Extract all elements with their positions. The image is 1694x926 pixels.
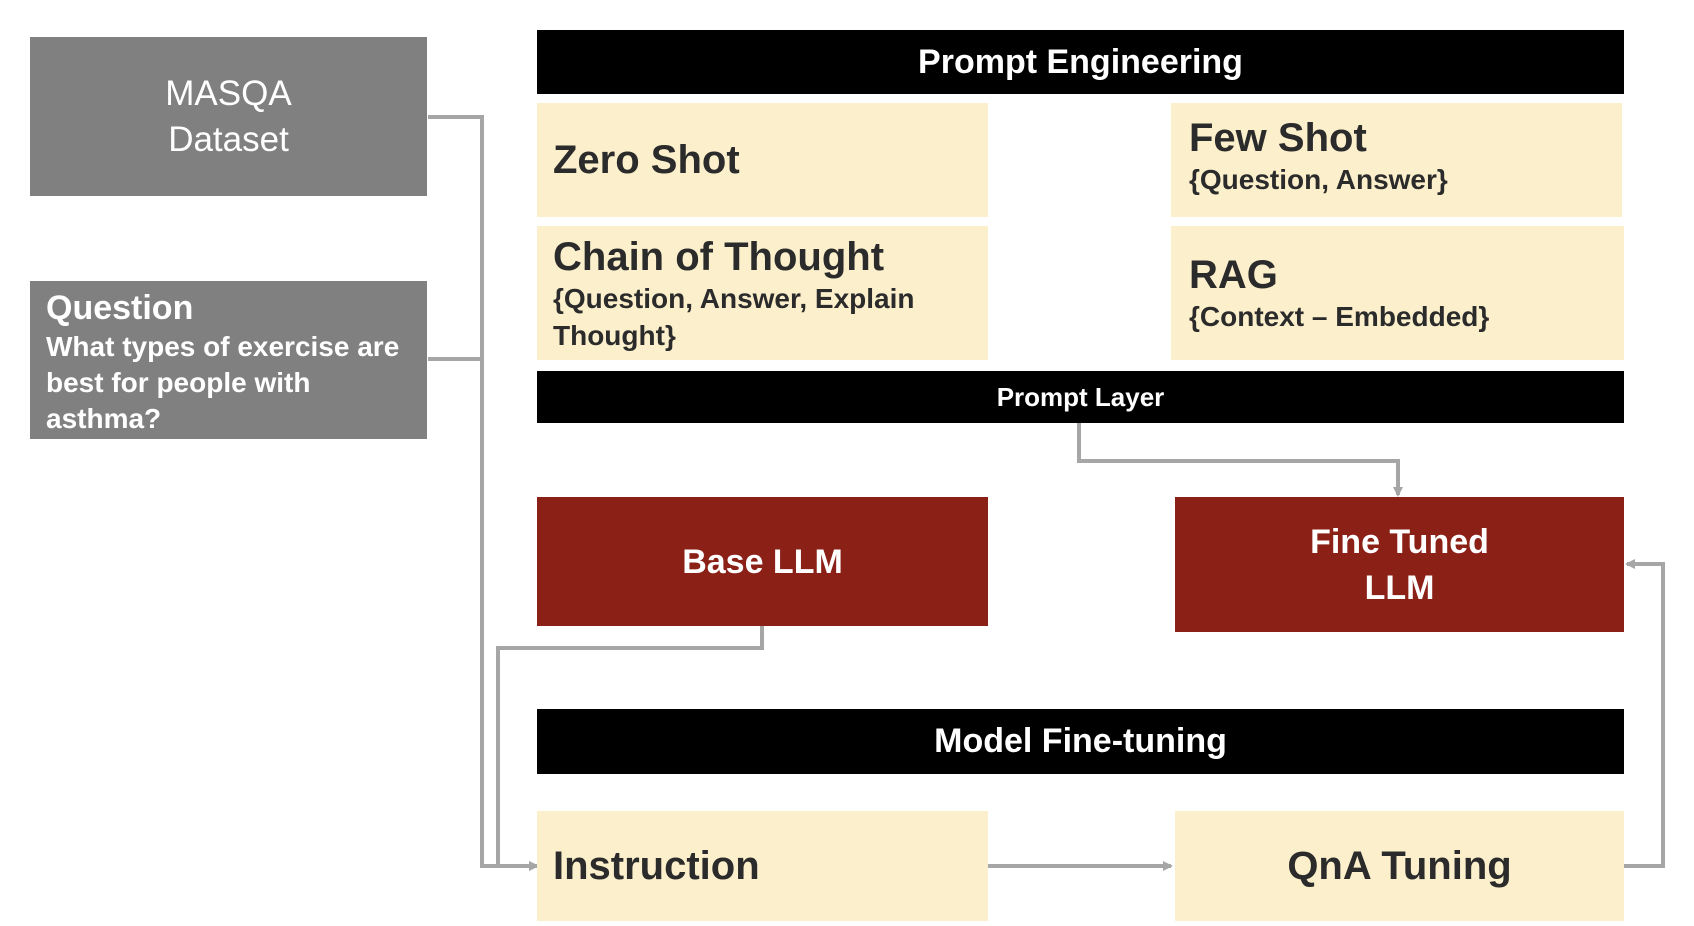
zero-shot-box: Zero Shot	[537, 103, 988, 217]
question-box: Question What types of exercise are best…	[30, 281, 427, 439]
prompt-engineering-header: Prompt Engineering	[537, 30, 1624, 94]
instruction-box: Instruction	[537, 811, 988, 921]
chain-of-thought-box: Chain of Thought {Question, Answer, Expl…	[537, 226, 988, 360]
model-fine-tuning-header: Model Fine-tuning	[537, 709, 1624, 774]
prompt-layer-to-finetuned-arrow	[1077, 423, 1403, 497]
masqa-dataset-box: MASQA Dataset	[30, 37, 427, 196]
chain-of-thought-title: Chain of Thought	[553, 235, 885, 279]
fine-tuned-llm-box: Fine Tuned LLM	[1175, 497, 1624, 632]
base-llm-label: Base LLM	[682, 542, 843, 581]
few-shot-box: Few Shot {Question, Answer}	[1171, 103, 1622, 217]
masqa-label: MASQA	[165, 73, 292, 113]
prompt-layer-label: Prompt Layer	[996, 381, 1165, 412]
question-title: Question	[46, 289, 194, 327]
zero-shot-title: Zero Shot	[553, 138, 740, 182]
qna-tuning-box: QnA Tuning	[1175, 811, 1624, 921]
base-llm-to-instruction-arrow	[496, 626, 764, 871]
instruction-label: Instruction	[553, 844, 760, 888]
rag-box: RAG {Context – Embedded}	[1171, 226, 1624, 360]
prompt-engineering-title: Prompt Engineering	[918, 42, 1243, 81]
fine-tuned-label-line1: Fine Tuned	[1310, 522, 1489, 561]
fine-tuned-label-line2: LLM	[1364, 568, 1435, 607]
rag-subtitle: {Context – Embedded}	[1189, 301, 1490, 332]
dataset-label: Dataset	[168, 119, 289, 159]
base-llm-box: Base LLM	[537, 497, 988, 626]
question-text: What types of exercise are best for peop…	[46, 331, 400, 434]
few-shot-title: Few Shot	[1189, 116, 1367, 160]
qna-to-finetuned-arrow	[1624, 559, 1665, 868]
qna-tuning-label: QnA Tuning	[1287, 844, 1512, 888]
few-shot-subtitle: {Question, Answer}	[1189, 164, 1448, 195]
model-fine-tuning-title: Model Fine-tuning	[934, 722, 1227, 760]
chain-of-thought-subtitle: {Question, Answer, Explain Thought}	[553, 283, 915, 351]
rag-title: RAG	[1189, 253, 1278, 297]
masqa-to-instruction-arrow	[428, 115, 539, 871]
prompt-layer-bar: Prompt Layer	[537, 371, 1624, 423]
